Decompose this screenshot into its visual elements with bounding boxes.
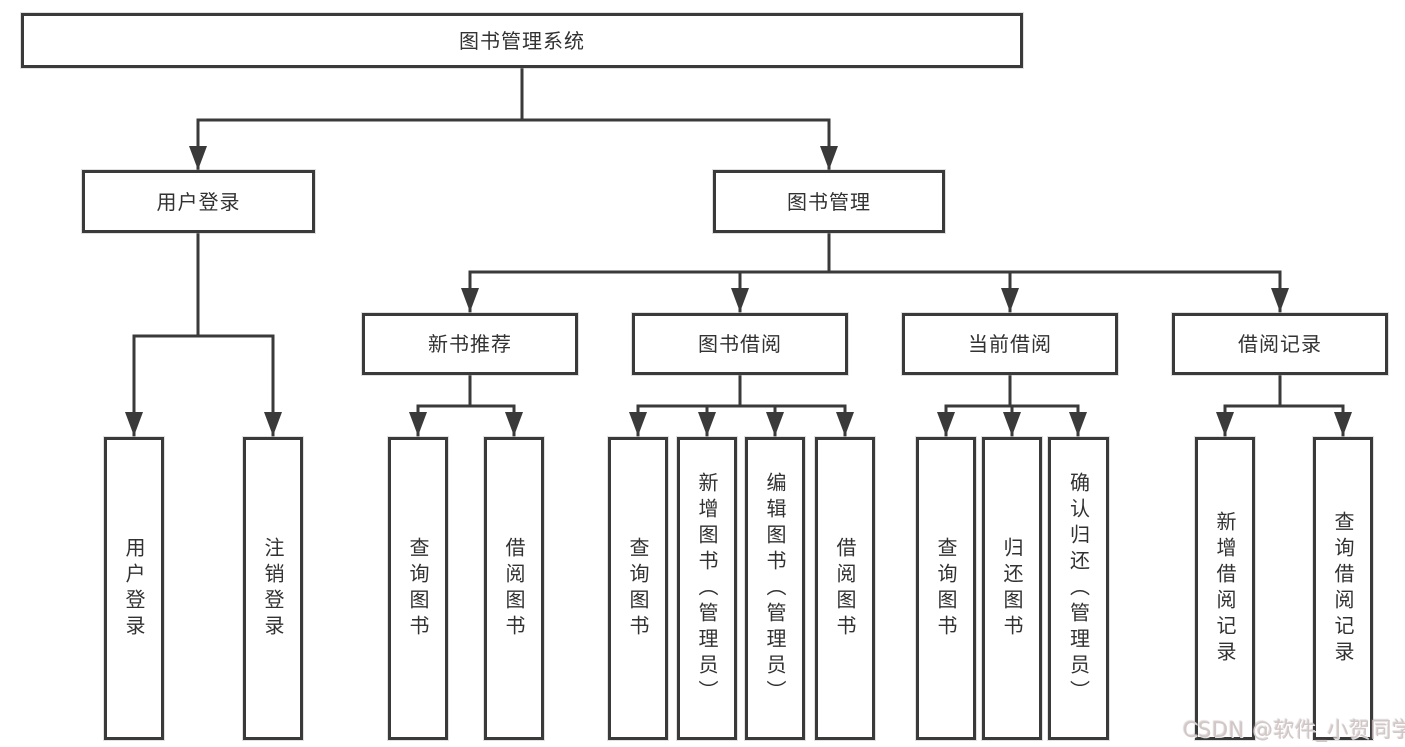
node-leaf-user-login: 用户登录 — [104, 437, 164, 740]
node-borrowing-records: 借阅记录 — [1172, 313, 1388, 375]
node-book-borrowing: 图书借阅 — [632, 313, 848, 375]
node-leaf-cb-return-book: 归还图书 — [982, 437, 1042, 740]
node-user-login: 用户登录 — [82, 170, 315, 233]
node-leaf-rec-borrow-book: 借阅图书 — [484, 437, 544, 740]
node-root-library-system: 图书管理系统 — [21, 13, 1023, 68]
node-leaf-cb-query-book: 查询图书 — [916, 437, 976, 740]
node-leaf-br-add-record: 新增借阅记录 — [1195, 437, 1255, 740]
node-leaf-bb-add-book-admin: 新增图书（管理员） — [677, 437, 737, 740]
node-current-borrowing: 当前借阅 — [902, 313, 1118, 375]
node-book-management: 图书管理 — [713, 170, 945, 233]
node-leaf-rec-query-book: 查询图书 — [388, 437, 448, 740]
node-leaf-cb-confirm-return-admin: 确认归还（管理员） — [1048, 437, 1109, 740]
node-new-book-recommend: 新书推荐 — [362, 313, 578, 375]
node-leaf-bb-edit-book-admin: 编辑图书（管理员） — [745, 437, 805, 740]
csdn-watermark: CSDN @软件_小贺同学 — [1183, 718, 1405, 742]
node-leaf-logout: 注销登录 — [243, 437, 303, 740]
node-leaf-bb-borrow-book: 借阅图书 — [815, 437, 875, 740]
node-leaf-br-query-record: 查询借阅记录 — [1313, 437, 1373, 740]
node-leaf-bb-query-book: 查询图书 — [608, 437, 668, 740]
